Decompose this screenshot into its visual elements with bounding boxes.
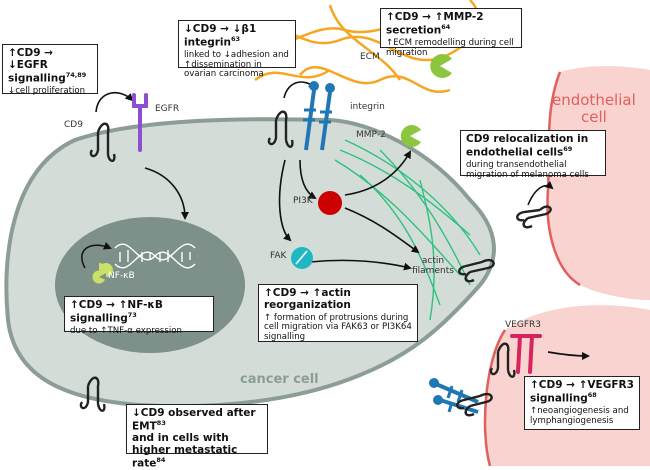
cd9-endothelial (516, 205, 552, 229)
cd9-egfr-arrow (95, 91, 134, 113)
endothelial-membrane-bottom (483, 329, 507, 466)
integrin-to-pi3k-arrow (299, 159, 317, 200)
vegfr3-receptor (510, 334, 542, 374)
cd9-vegfr3 (489, 342, 516, 378)
pi3k-label: PI3K (293, 196, 313, 206)
cd9-egfr (89, 122, 116, 163)
nfkb-label: NF-κB (108, 271, 135, 281)
integrin-to-fak-arrow (278, 159, 292, 242)
egfr-signalling-box: ↑CD9 → ↓EGFR signalling74,89 ↓cell proli… (2, 44, 98, 95)
cd9-integrin-bottom (456, 392, 493, 417)
endothelial-membrane-top (546, 71, 581, 287)
egfr-receptor (132, 93, 148, 152)
cd9-endothelial-arrow (527, 181, 554, 206)
mmp2-icon (400, 125, 421, 147)
nfkb-signalling-box: ↑CD9 → ↑NF-κB signalling73 due to ↑TNF-α… (64, 296, 214, 336)
egfr-label: EGFR (155, 104, 180, 114)
endothelial-cell-label: endothelial cell (552, 91, 636, 127)
mmp2-label: MMP-2 (356, 130, 386, 140)
relocalization-box: CD9 relocalization in endothelial cells6… (460, 130, 606, 180)
fak-label: FAK (270, 251, 287, 261)
pi3k-to-actin-arrow (344, 207, 420, 254)
integrin-box: ↓CD9 → ↓β1 integrin63 linked to ↓adhesio… (178, 20, 296, 79)
integrin-receptor (303, 81, 335, 151)
cd9-cell-junction (458, 258, 495, 283)
pi3k-icon (318, 191, 342, 215)
egfr-to-nucleus-arrow (144, 167, 189, 220)
emt-box: ↓CD9 observed after EMT83 and in cells w… (126, 404, 268, 469)
fak-to-actin-arrow (309, 259, 412, 271)
pi3k-to-mmp2-arrow (344, 150, 411, 196)
ecm-label: ECM (360, 52, 380, 62)
dna-helix-icon (114, 243, 196, 269)
integrin-label: integrin (350, 102, 385, 112)
actin-reorganization-box: ↑CD9 → ↑actin reorganization ↑ formation… (258, 284, 418, 342)
cancer-cell-label: cancer cell (240, 372, 319, 387)
mmp2-icon-ecm (430, 53, 452, 78)
cd9-vegfr3-arrow (547, 351, 590, 360)
cd9-integrin (267, 110, 294, 148)
vegfr3-signalling-box: ↑CD9 → ↑VEGFR3 signalling68 ↑neoangiogen… (524, 376, 640, 430)
cd9-label: CD9 (64, 120, 83, 130)
vegfr3-label: VEGFR3 (505, 320, 541, 330)
actin-filaments-label: actin filaments (412, 256, 454, 277)
nfkb-to-dna-arrow (81, 242, 112, 269)
endothelial-cell-top (547, 66, 650, 300)
mmp2-secretion-box: ↑CD9 → ↑MMP-2 secretion64 ↑ECM remodelli… (380, 8, 522, 58)
cd9-cancer-bottom (79, 376, 106, 412)
